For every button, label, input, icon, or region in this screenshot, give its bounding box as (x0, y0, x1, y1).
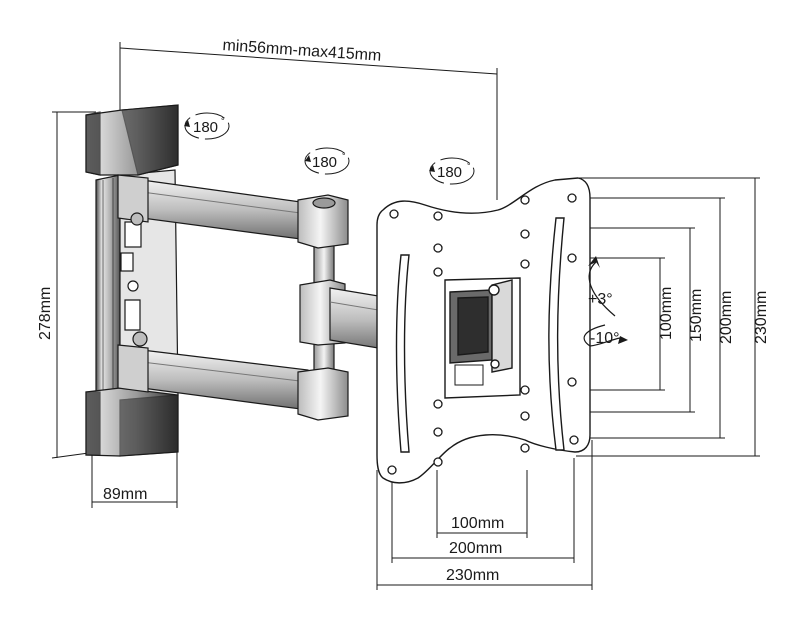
vesa-hole (387, 465, 397, 475)
vesa-vertical-150-label: 150mm (688, 289, 705, 342)
vesa-hole (520, 385, 530, 395)
vesa-hole (567, 377, 577, 387)
wall-plate-rail-left (95, 174, 121, 403)
tilt-down-label: -10° (590, 330, 620, 347)
rotate-arrow-icon (184, 120, 190, 127)
vesa-hole (433, 427, 443, 437)
rotation-badge-head: 180 ° (429, 157, 475, 185)
rotation-wall-label: 180 (193, 119, 218, 136)
rotation-badge-wall: 180 ° (184, 112, 230, 140)
wall-plate-width-label: 89mm (103, 486, 147, 503)
vesa-hole (567, 253, 577, 263)
lower-wall-bracket (117, 344, 149, 393)
rotate-arrow-icon (305, 155, 311, 162)
vesa-hole (520, 259, 530, 269)
wall-plate-height-label: 278mm (37, 287, 54, 340)
vesa-right-slot (548, 217, 565, 451)
vesa-hole (520, 411, 530, 421)
wall-plate-slot (120, 252, 134, 272)
tilt-up-label: +3° (588, 291, 613, 308)
tilt-mount-bolt-top (488, 284, 500, 296)
wall-plate (85, 104, 179, 457)
vesa-horizontal-100-label: 100mm (451, 515, 504, 532)
vesa-hole (433, 267, 443, 277)
vesa-vertical-100-label: 100mm (658, 287, 675, 340)
vesa-hole (520, 229, 530, 239)
vesa-hole (567, 193, 577, 203)
rotation-elbow-label: 180 (312, 154, 337, 171)
tilt-mount-side (491, 279, 513, 373)
vesa-horizontal-200-label: 200mm (449, 540, 502, 557)
vesa-holes (387, 193, 579, 475)
rotation-head-label: 180 (437, 164, 462, 181)
vesa-vertical-200-label: 200mm (718, 291, 735, 344)
elbow-bottom-block (297, 367, 349, 421)
wall-plate-slot (124, 299, 141, 331)
rotation-badge-elbow: 180 ° (304, 147, 350, 175)
lower-wall-pivot-bolt (132, 331, 148, 347)
tilt-mount-bolt-bottom (490, 359, 500, 369)
vesa-hole (389, 209, 399, 219)
tilt-up-arrow-icon (588, 256, 600, 268)
vesa-hole (433, 457, 443, 467)
degree-symbol: ° (467, 161, 471, 171)
vesa-left-slot (395, 254, 410, 453)
extension-dimension-line (119, 47, 498, 75)
degree-symbol: ° (221, 116, 225, 126)
vesa-hole (433, 211, 443, 221)
dimension-lines (51, 42, 760, 590)
tilt-down-arrow-icon (618, 336, 628, 344)
rotate-arrow-icon (429, 165, 435, 172)
tilt-arc (588, 261, 616, 317)
elbow-top-block (297, 194, 349, 249)
upper-wall-bracket (117, 174, 149, 223)
wall-plate-hole (127, 280, 139, 292)
vesa-vertical-230-label: 230mm (753, 291, 770, 344)
vesa-horizontal-230-label: 230mm (446, 567, 499, 584)
vesa-hole (433, 243, 443, 253)
vesa-hole (520, 195, 530, 205)
vesa-hole (569, 435, 579, 445)
degree-symbol: ° (342, 151, 346, 161)
vesa-plate (376, 177, 591, 484)
vesa-hole (433, 399, 443, 409)
vesa-hole (520, 443, 530, 453)
tilt-indicator: +3° -10° (583, 256, 628, 347)
wall-plate-slot (124, 221, 142, 248)
elbow-top-pivot-bolt (312, 197, 336, 209)
upper-wall-pivot-bolt (130, 212, 144, 226)
